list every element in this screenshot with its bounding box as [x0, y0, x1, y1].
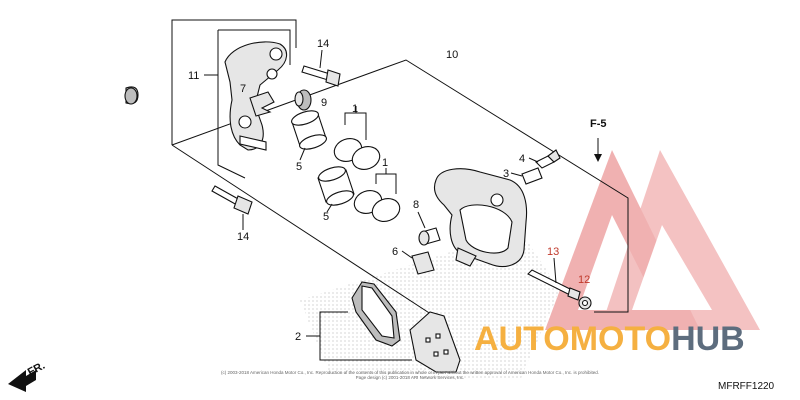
callout-11: 11 [188, 70, 199, 82]
reference-label: F-5 [590, 118, 607, 130]
callout-3: 3 [503, 168, 509, 180]
callout-10: 10 [446, 49, 458, 61]
callout-5a: 5 [296, 161, 302, 173]
diagram-code: MFRFF1220 [718, 381, 775, 392]
callout-12: 12 [578, 274, 590, 286]
direction-arrow [8, 370, 36, 392]
callout-2: 2 [295, 331, 301, 343]
callout-9: 9 [321, 97, 327, 109]
callout-1b: 1 [382, 157, 388, 169]
copyright-notice: (c) 2003-2018 American Honda Motor Co., … [221, 370, 599, 380]
bolt-14-lower [211, 185, 253, 215]
pin-8 [418, 227, 441, 246]
callout-8: 8 [413, 199, 419, 211]
bolt-14-upper [301, 65, 341, 87]
boot-9b [124, 87, 138, 105]
caliper-body [433, 168, 528, 268]
callout-4: 4 [519, 153, 525, 165]
nut-12 [578, 296, 592, 310]
callout-14b: 14 [237, 231, 249, 243]
seals-1-upper [333, 138, 381, 170]
callout-14a: 14 [317, 38, 329, 50]
assembly-bracket-11 [218, 29, 291, 65]
callout-1a: 1 [352, 103, 358, 115]
bleeder-screw-3 [521, 167, 543, 185]
reference-arrow [594, 138, 602, 162]
piston-5-lower [317, 166, 355, 206]
seals-1-lower [353, 190, 401, 222]
pin-13 [527, 269, 581, 301]
watermark-logo [545, 150, 760, 330]
callout-6: 6 [392, 246, 398, 258]
watermark-text: AUTOMOTOHUB [474, 320, 745, 358]
shadow-area [300, 230, 560, 380]
spring-6 [411, 251, 435, 275]
callout-13: 13 [547, 246, 559, 258]
callout-7: 7 [240, 83, 246, 95]
direction-label: FR. [26, 360, 47, 379]
bleeder-4 [535, 149, 561, 169]
piston-5-upper [291, 110, 327, 150]
brake-pad-lower [409, 311, 461, 373]
callout-5b: 5 [323, 211, 329, 223]
clip-7 [249, 91, 275, 117]
brake-pad-upper [351, 281, 401, 347]
assembly-bracket-10 [171, 59, 629, 313]
